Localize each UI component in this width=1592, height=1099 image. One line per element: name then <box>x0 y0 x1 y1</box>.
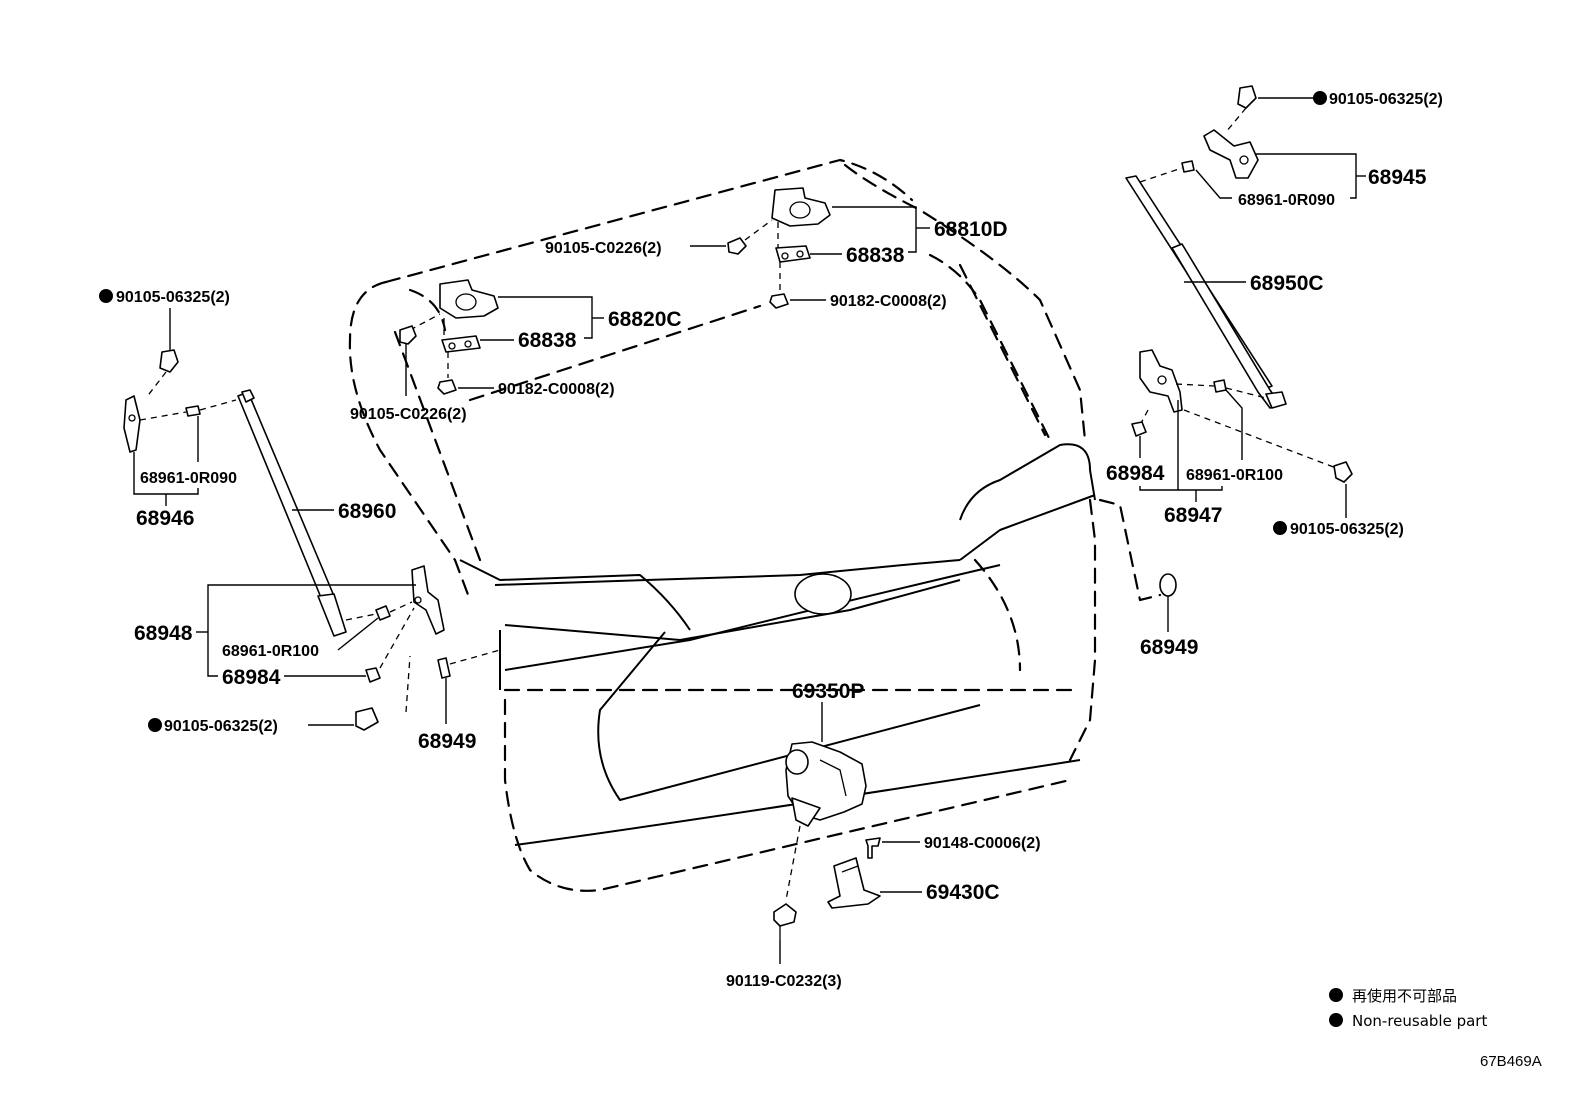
part-labels: 90105-06325(2) 68945 68961-0R090 68810D … <box>116 91 1443 990</box>
label-90105-c0226-mid: 90105-C0226(2) <box>350 406 467 423</box>
label-69430c: 69430C <box>926 881 1000 904</box>
bolt-90105-c0226-mid <box>399 325 417 345</box>
non-reusable-dot-tl <box>99 289 113 303</box>
bumper-68949-left <box>437 649 501 679</box>
label-68961-0r090-right: 68961-0R090 <box>1238 192 1335 209</box>
stay-68960 <box>237 389 347 637</box>
bracket-68947 <box>1139 349 1337 469</box>
label-68810d: 68810D <box>934 218 1008 241</box>
lock-69350p <box>785 741 867 901</box>
label-68961-0r090-left: 68961-0R090 <box>140 470 237 487</box>
nut-90182-c0008-right <box>769 293 789 309</box>
striker-69430c <box>827 857 881 909</box>
legend-dot-en <box>1329 1013 1343 1027</box>
leader-lines <box>133 97 1366 964</box>
label-90148-c0006: 90148-C0006(2) <box>924 835 1041 852</box>
label-90182-c0008-left: 90182-C0008(2) <box>498 381 615 398</box>
non-reusable-dot-bl <box>148 718 162 732</box>
label-68946: 68946 <box>136 507 194 530</box>
legend-dot-jp <box>1329 988 1343 1002</box>
label-90105-c0226-top: 90105-C0226(2) <box>545 240 662 257</box>
bolt-90105-c0226-top <box>727 237 747 255</box>
label-90105-06325-top-left: 90105-06325(2) <box>116 289 230 306</box>
garnish-molding <box>459 443 1096 846</box>
figure-reference: 67B469A <box>1480 1053 1542 1070</box>
hinge-68820c <box>409 279 499 378</box>
legend-item-en: Non-reusable part <box>1352 1012 1487 1030</box>
non-reusable-dot-mr <box>1273 521 1287 535</box>
bolt-90119-c0232 <box>773 903 797 940</box>
legend-item-jp: 再使用不可部品 <box>1352 987 1457 1005</box>
legend: 再使用不可部品 Non-reusable part <box>1329 987 1487 1030</box>
label-68947: 68947 <box>1164 504 1222 527</box>
label-68945: 68945 <box>1368 166 1427 189</box>
hinge-68810d <box>744 187 831 292</box>
label-68949-left: 68949 <box>418 730 476 753</box>
label-68838-left: 68838 <box>518 329 577 352</box>
back-door-panel <box>348 158 1162 892</box>
screw-90148-c0006 <box>865 837 881 859</box>
non-reusable-markers <box>99 91 1327 732</box>
stay-68950c <box>1125 175 1287 409</box>
label-90105-06325-mid-right: 90105-06325(2) <box>1290 521 1404 538</box>
label-68948: 68948 <box>134 622 193 645</box>
nut-68984-right <box>1131 421 1147 437</box>
label-90182-c0008-right: 90182-C0008(2) <box>830 293 947 310</box>
label-69350p: 69350P <box>792 680 864 703</box>
bracket-68946 <box>123 395 237 453</box>
label-68984-left: 68984 <box>222 666 281 689</box>
nut-68984-left <box>365 667 381 683</box>
label-90105-06325-bottom-left: 90105-06325(2) <box>164 718 278 735</box>
bracket-68945 <box>1139 129 1259 183</box>
label-68960: 68960 <box>338 500 396 523</box>
label-90119-c0232: 90119-C0232(3) <box>726 973 842 990</box>
label-68820c: 68820C <box>608 308 682 331</box>
bolt-90105-06325-top-left <box>145 349 179 399</box>
bolt-90105-06325-mid-right <box>1333 461 1353 483</box>
bumper-68949-right <box>1159 573 1177 597</box>
label-90105-06325-top-right: 90105-06325(2) <box>1329 91 1443 108</box>
label-68949-right: 68949 <box>1140 636 1198 659</box>
non-reusable-dot-tr <box>1313 91 1327 105</box>
bolt-90105-06325-top-right <box>1225 85 1257 133</box>
label-68950c: 68950C <box>1250 272 1324 295</box>
label-68961-0r100-left: 68961-0R100 <box>222 643 319 660</box>
label-68961-0r100-right: 68961-0R100 <box>1186 467 1283 484</box>
bracket-68948 <box>345 565 445 713</box>
nut-90182-c0008-left <box>437 379 457 395</box>
label-68838-right: 68838 <box>846 244 905 267</box>
label-68984-right: 68984 <box>1106 462 1165 485</box>
bolt-90105-06325-bottom-left <box>355 707 379 731</box>
